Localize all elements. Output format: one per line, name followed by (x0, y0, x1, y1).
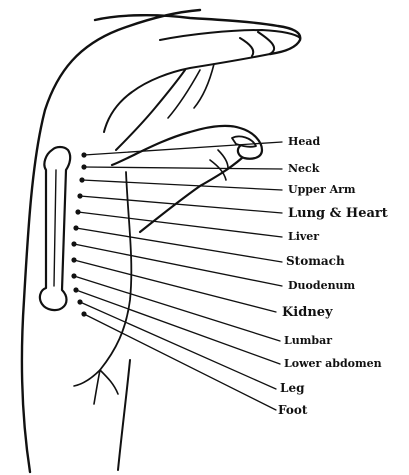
point-head (81, 152, 86, 157)
label-neck: Neck (288, 162, 320, 175)
point-neck (81, 164, 86, 169)
label-leg: Leg (280, 381, 305, 395)
leader-lines (74, 142, 282, 410)
point-stomach (73, 225, 78, 230)
hand-outline (22, 10, 200, 472)
label-head: Head (288, 135, 321, 148)
labels: Head Neck Upper Arm Lung & Heart Liver S… (278, 135, 388, 417)
leader-head (84, 142, 282, 155)
label-liver: Liver (288, 230, 319, 243)
point-lumbar (71, 273, 76, 278)
leader-neck (84, 167, 282, 169)
leader-leg (80, 302, 276, 389)
label-duodenum: Duodenum (288, 279, 356, 292)
label-upper-arm: Upper Arm (288, 183, 356, 196)
vein-branch (74, 370, 118, 404)
label-foot: Foot (278, 403, 308, 417)
point-liver (75, 209, 80, 214)
leader-lumbar (74, 276, 280, 341)
point-duodenum (71, 241, 76, 246)
label-kidney: Kidney (282, 305, 333, 320)
leader-upper-arm (82, 180, 282, 190)
point-lower-abdomen (73, 287, 78, 292)
point-foot (81, 311, 86, 316)
leader-lower-abdomen (76, 290, 280, 364)
bone-inner (54, 170, 56, 286)
label-lung-heart: Lung & Heart (288, 206, 388, 221)
label-lumbar: Lumbar (284, 334, 332, 347)
point-upper-arm (79, 177, 84, 182)
label-stomach: Stomach (286, 254, 345, 268)
point-kidney (71, 257, 76, 262)
point-leg (77, 299, 82, 304)
reflex-points (71, 152, 86, 316)
wrist-curve (118, 360, 130, 470)
leader-duodenum (74, 244, 282, 286)
point-lung-heart (77, 193, 82, 198)
label-lower-abdomen: Lower abdomen (284, 357, 382, 370)
